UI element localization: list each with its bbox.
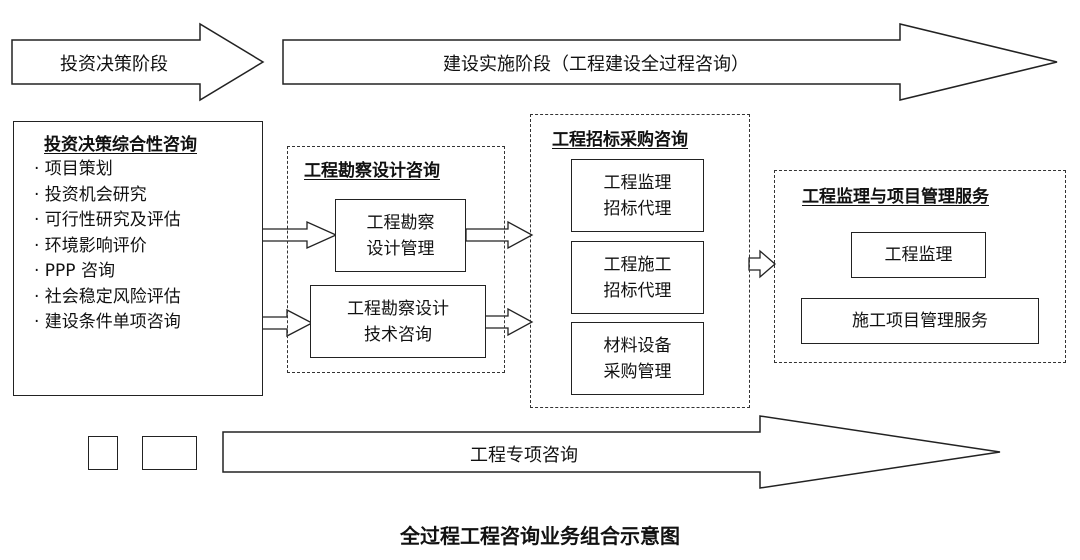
decision-list-item: · PPP 咨询 — [34, 261, 115, 281]
construction-bidding-agency-box: 工程施工招标代理 — [571, 241, 704, 314]
flow-arrow-1 — [261, 220, 338, 250]
decision-phase-label: 投资决策阶段 — [60, 54, 168, 75]
survey-technical-consulting-box: 工程勘察设计技术咨询 — [310, 285, 486, 358]
empty-box-small — [88, 436, 118, 470]
special-consulting-arrow — [222, 415, 1001, 489]
construction-management-box: 施工项目管理服务 — [801, 298, 1039, 344]
decision-phase-arrow — [11, 22, 265, 102]
diagram-caption: 全过程工程咨询业务组合示意图 — [400, 524, 680, 548]
flow-arrow-4 — [484, 307, 534, 337]
material-procurement-box: 材料设备采购管理 — [571, 322, 704, 395]
decision-list-item: · 社会稳定风险评估 — [34, 286, 181, 307]
survey-design-management-box: 工程勘察设计管理 — [335, 199, 466, 272]
decision-consulting-list: · 项目策划 · 投资机会研究 · 可行性研究及评估 · 环境影响评价 · PPP 咨询… — [34, 157, 262, 336]
supervision-bidding-agency-box: 工程监理招标代理 — [571, 159, 704, 232]
decision-list-item: · 建设条件单项咨询 — [34, 312, 181, 332]
survey-design-group — [287, 146, 505, 373]
supervision-management-title: 工程监理与项目管理服务 — [802, 187, 989, 207]
supervision-box: 工程监理 — [851, 232, 986, 278]
implementation-phase-arrow — [282, 23, 1058, 101]
supervision-management-group — [774, 170, 1066, 363]
decision-list-item: · 投资机会研究 — [34, 184, 147, 205]
decision-list-item: · 项目策划 — [34, 159, 113, 179]
decision-list-item: · 可行性研究及评估 — [34, 210, 181, 230]
implementation-phase-label: 建设实施阶段（工程建设全过程咨询） — [443, 54, 749, 75]
flow-arrow-5 — [748, 249, 776, 279]
flow-arrow-3 — [465, 220, 534, 250]
decision-list-item: · 环境影响评价 — [34, 235, 147, 256]
special-consulting-label: 工程专项咨询 — [470, 445, 578, 466]
bidding-procurement-group — [530, 114, 750, 408]
bidding-procurement-title: 工程招标采购咨询 — [552, 130, 688, 150]
survey-design-title: 工程勘察设计咨询 — [304, 161, 440, 181]
decision-consulting-box: 投资决策综合性咨询 · 项目策划 · 投资机会研究 · 可行性研究及评估 · 环境影响… — [13, 121, 263, 396]
empty-box-wide — [142, 436, 197, 470]
decision-consulting-title: 投资决策综合性咨询 — [44, 135, 197, 155]
